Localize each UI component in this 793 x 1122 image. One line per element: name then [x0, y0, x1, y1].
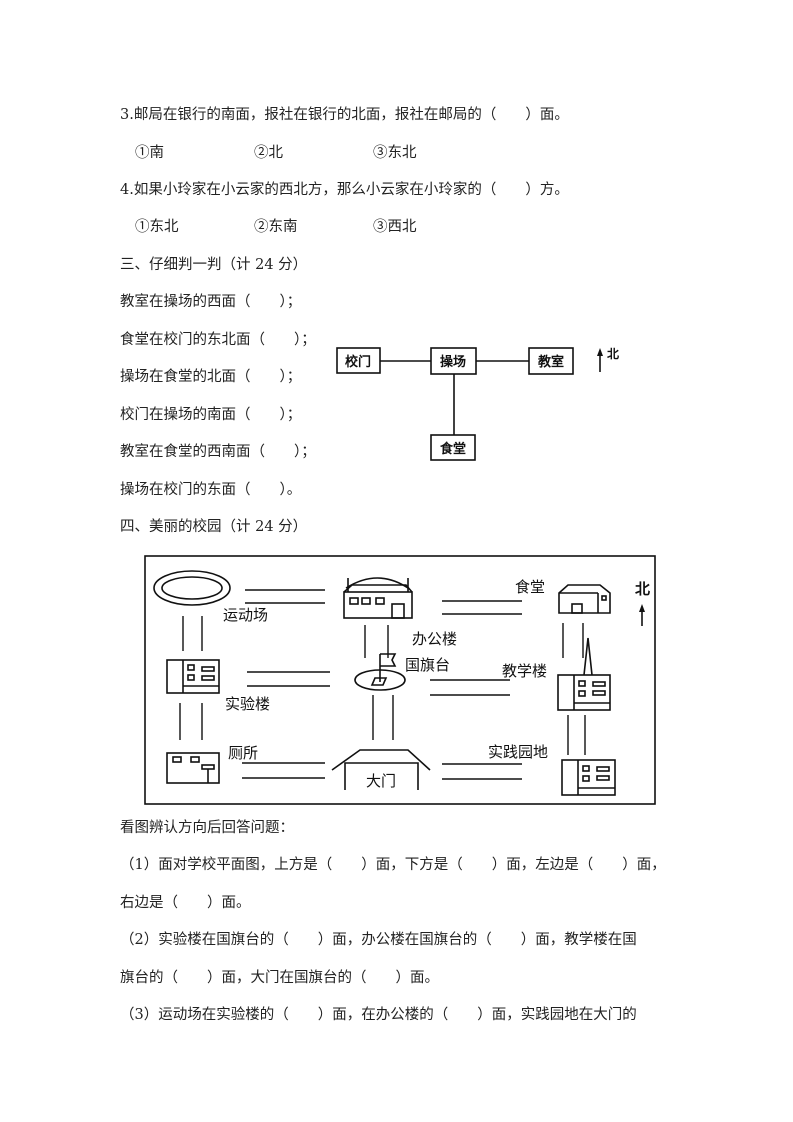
option: ③西北: [373, 219, 417, 235]
canteen-label: 食堂: [440, 441, 466, 457]
map-border: [144, 555, 656, 805]
judge-item: 教室在食堂的西南面（ ）；: [120, 444, 316, 460]
question-line: （1）面对学校平面图，上方是（ ）面，下方是（ ）面，左边是（ ）面，: [120, 857, 666, 873]
section-title: 三、仔细判一判（计 24 分）: [120, 257, 308, 273]
canteen-box: [430, 434, 476, 461]
gate-icon: [331, 749, 431, 790]
north-arrow-icon: [597, 348, 603, 372]
option: ①南: [135, 145, 164, 161]
question-line: （2）实验楼在国旗台的（ ）面，办公楼在国旗台的（ ）面，教学楼在国: [120, 932, 637, 948]
gate-label: 校门: [345, 354, 371, 370]
playground-label: 操场: [440, 354, 466, 370]
prompt: 看图辨认方向后回答问题：: [120, 820, 294, 836]
question-text: 3.邮局在银行的南面，报社在银行的北面，报社在邮局的（ ）面。: [120, 107, 569, 123]
office-label: 办公楼: [412, 630, 457, 648]
track-label: 运动场: [223, 606, 268, 624]
teaching-label: 教学楼: [502, 662, 547, 680]
section-title: 四、美丽的校园（计 24 分）: [120, 519, 308, 535]
flag-platform-icon: [354, 653, 406, 691]
judge-item: 校门在操场的南面（ ）；: [120, 407, 302, 423]
gate-label: 大门: [366, 772, 396, 790]
flag-label: 国旗台: [405, 656, 450, 674]
office-building-icon: [343, 577, 413, 619]
option: ③东北: [373, 145, 417, 161]
north-arrow-icon: [639, 604, 645, 626]
lab-label: 实验楼: [225, 695, 270, 713]
garden-label: 实践园地: [488, 743, 548, 761]
question-line: 旗台的（ ）面，大门在国旗台的（ ）面。: [120, 970, 439, 986]
school-map: 运动场 办公楼 食堂 北 实验楼: [144, 555, 656, 805]
option: ②东南: [254, 219, 298, 235]
judge-item: 教室在操场的西面（ ）；: [120, 294, 302, 310]
direction-diagram: 校门 操场 教室 食堂 北: [336, 346, 619, 461]
teaching-building-icon: [557, 637, 611, 711]
track-icon: [153, 570, 231, 606]
playground-box: [430, 347, 477, 375]
judge-item: 操场在食堂的北面（ ）；: [120, 369, 302, 385]
garden-building-icon: [561, 759, 616, 796]
option: ②北: [254, 145, 283, 161]
lab-building-icon: [166, 659, 220, 694]
option: ①东北: [135, 219, 179, 235]
roads: [179, 589, 586, 780]
judge-item: 食堂在校门的东北面（ ）；: [120, 332, 316, 348]
north-label: 北: [635, 580, 650, 598]
canteen-building-icon: [558, 584, 611, 614]
question-line: （3）运动场在实验楼的（ ）面，在办公楼的（ ）面，实践园地在大门的: [120, 1007, 637, 1023]
toilet-label: 厕所: [228, 744, 258, 762]
question-line: 右边是（ ）面。: [120, 895, 251, 911]
classroom-box: [528, 347, 574, 375]
gate-box: [336, 347, 381, 374]
classroom-label: 教室: [537, 354, 564, 370]
toilet-building-icon: [166, 752, 220, 784]
north-label: 北: [607, 346, 619, 361]
judge-item: 操场在校门的东面（ ）。: [120, 482, 302, 498]
question-text: 4.如果小玲家在小云家的西北方，那么小云家在小玲家的（ ）方。: [120, 182, 569, 198]
canteen-label: 食堂: [515, 578, 545, 596]
